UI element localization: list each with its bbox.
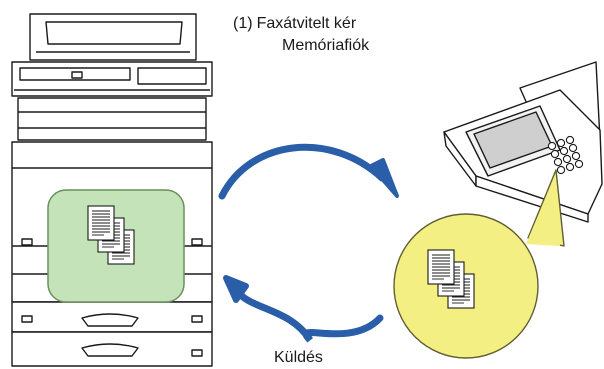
request-arrow: [218, 143, 399, 200]
memory-box-label: Memóriafiók: [282, 37, 370, 54]
fax-machine-icon: [443, 61, 603, 223]
request-label: (1)Faxátvitelt kér: [233, 14, 356, 34]
send-label: Küldés: [274, 349, 323, 366]
request-text: Faxátvitelt kér: [256, 15, 357, 32]
step-number: (1): [233, 15, 253, 32]
send-arrow: [223, 275, 384, 343]
